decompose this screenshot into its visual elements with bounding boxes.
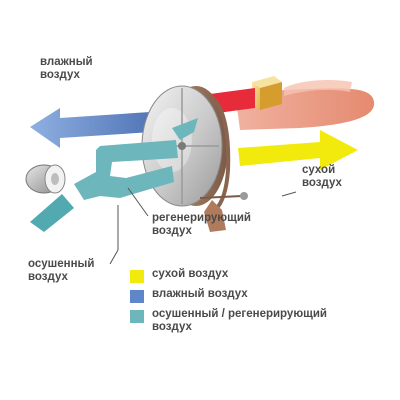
- dried-air-leader: [109, 205, 119, 265]
- humid-air-arrow: [30, 108, 152, 148]
- wheel-drive-belt: [199, 192, 248, 232]
- legend-label: влажный воздух: [152, 288, 248, 300]
- legend: сухой воздух влажный воздух осушенный / …: [130, 268, 390, 342]
- fan-icon: [25, 164, 66, 194]
- dry-air-arrow: [238, 130, 358, 170]
- legend-item-regenerating-air: осушенный / регенерирующий воздух: [130, 308, 390, 342]
- label-leader-lines: [109, 187, 297, 265]
- legend-label: осушенный / регенерирующий: [152, 308, 327, 320]
- dry-air-leader: [281, 191, 297, 197]
- dry-air-label: сухой воздух: [302, 164, 342, 189]
- legend-swatch: [130, 270, 144, 283]
- humid-air-label: влажный воздух: [40, 56, 93, 81]
- heater-icon: [252, 76, 282, 110]
- legend-swatch: [130, 310, 144, 323]
- regenerating-air-label: регенерирующий воздух: [152, 212, 251, 237]
- legend-item-dry-air: сухой воздух: [130, 268, 390, 288]
- legend-label-continued: воздух: [152, 321, 192, 333]
- legend-swatch: [130, 290, 144, 303]
- dried-air-label: осушенный воздух: [28, 258, 95, 283]
- legend-item-humid-air: влажный воздух: [130, 288, 390, 308]
- regenerating-air-path: [30, 118, 198, 232]
- legend-label: сухой воздух: [152, 268, 229, 280]
- regenerating-leader: [127, 187, 149, 217]
